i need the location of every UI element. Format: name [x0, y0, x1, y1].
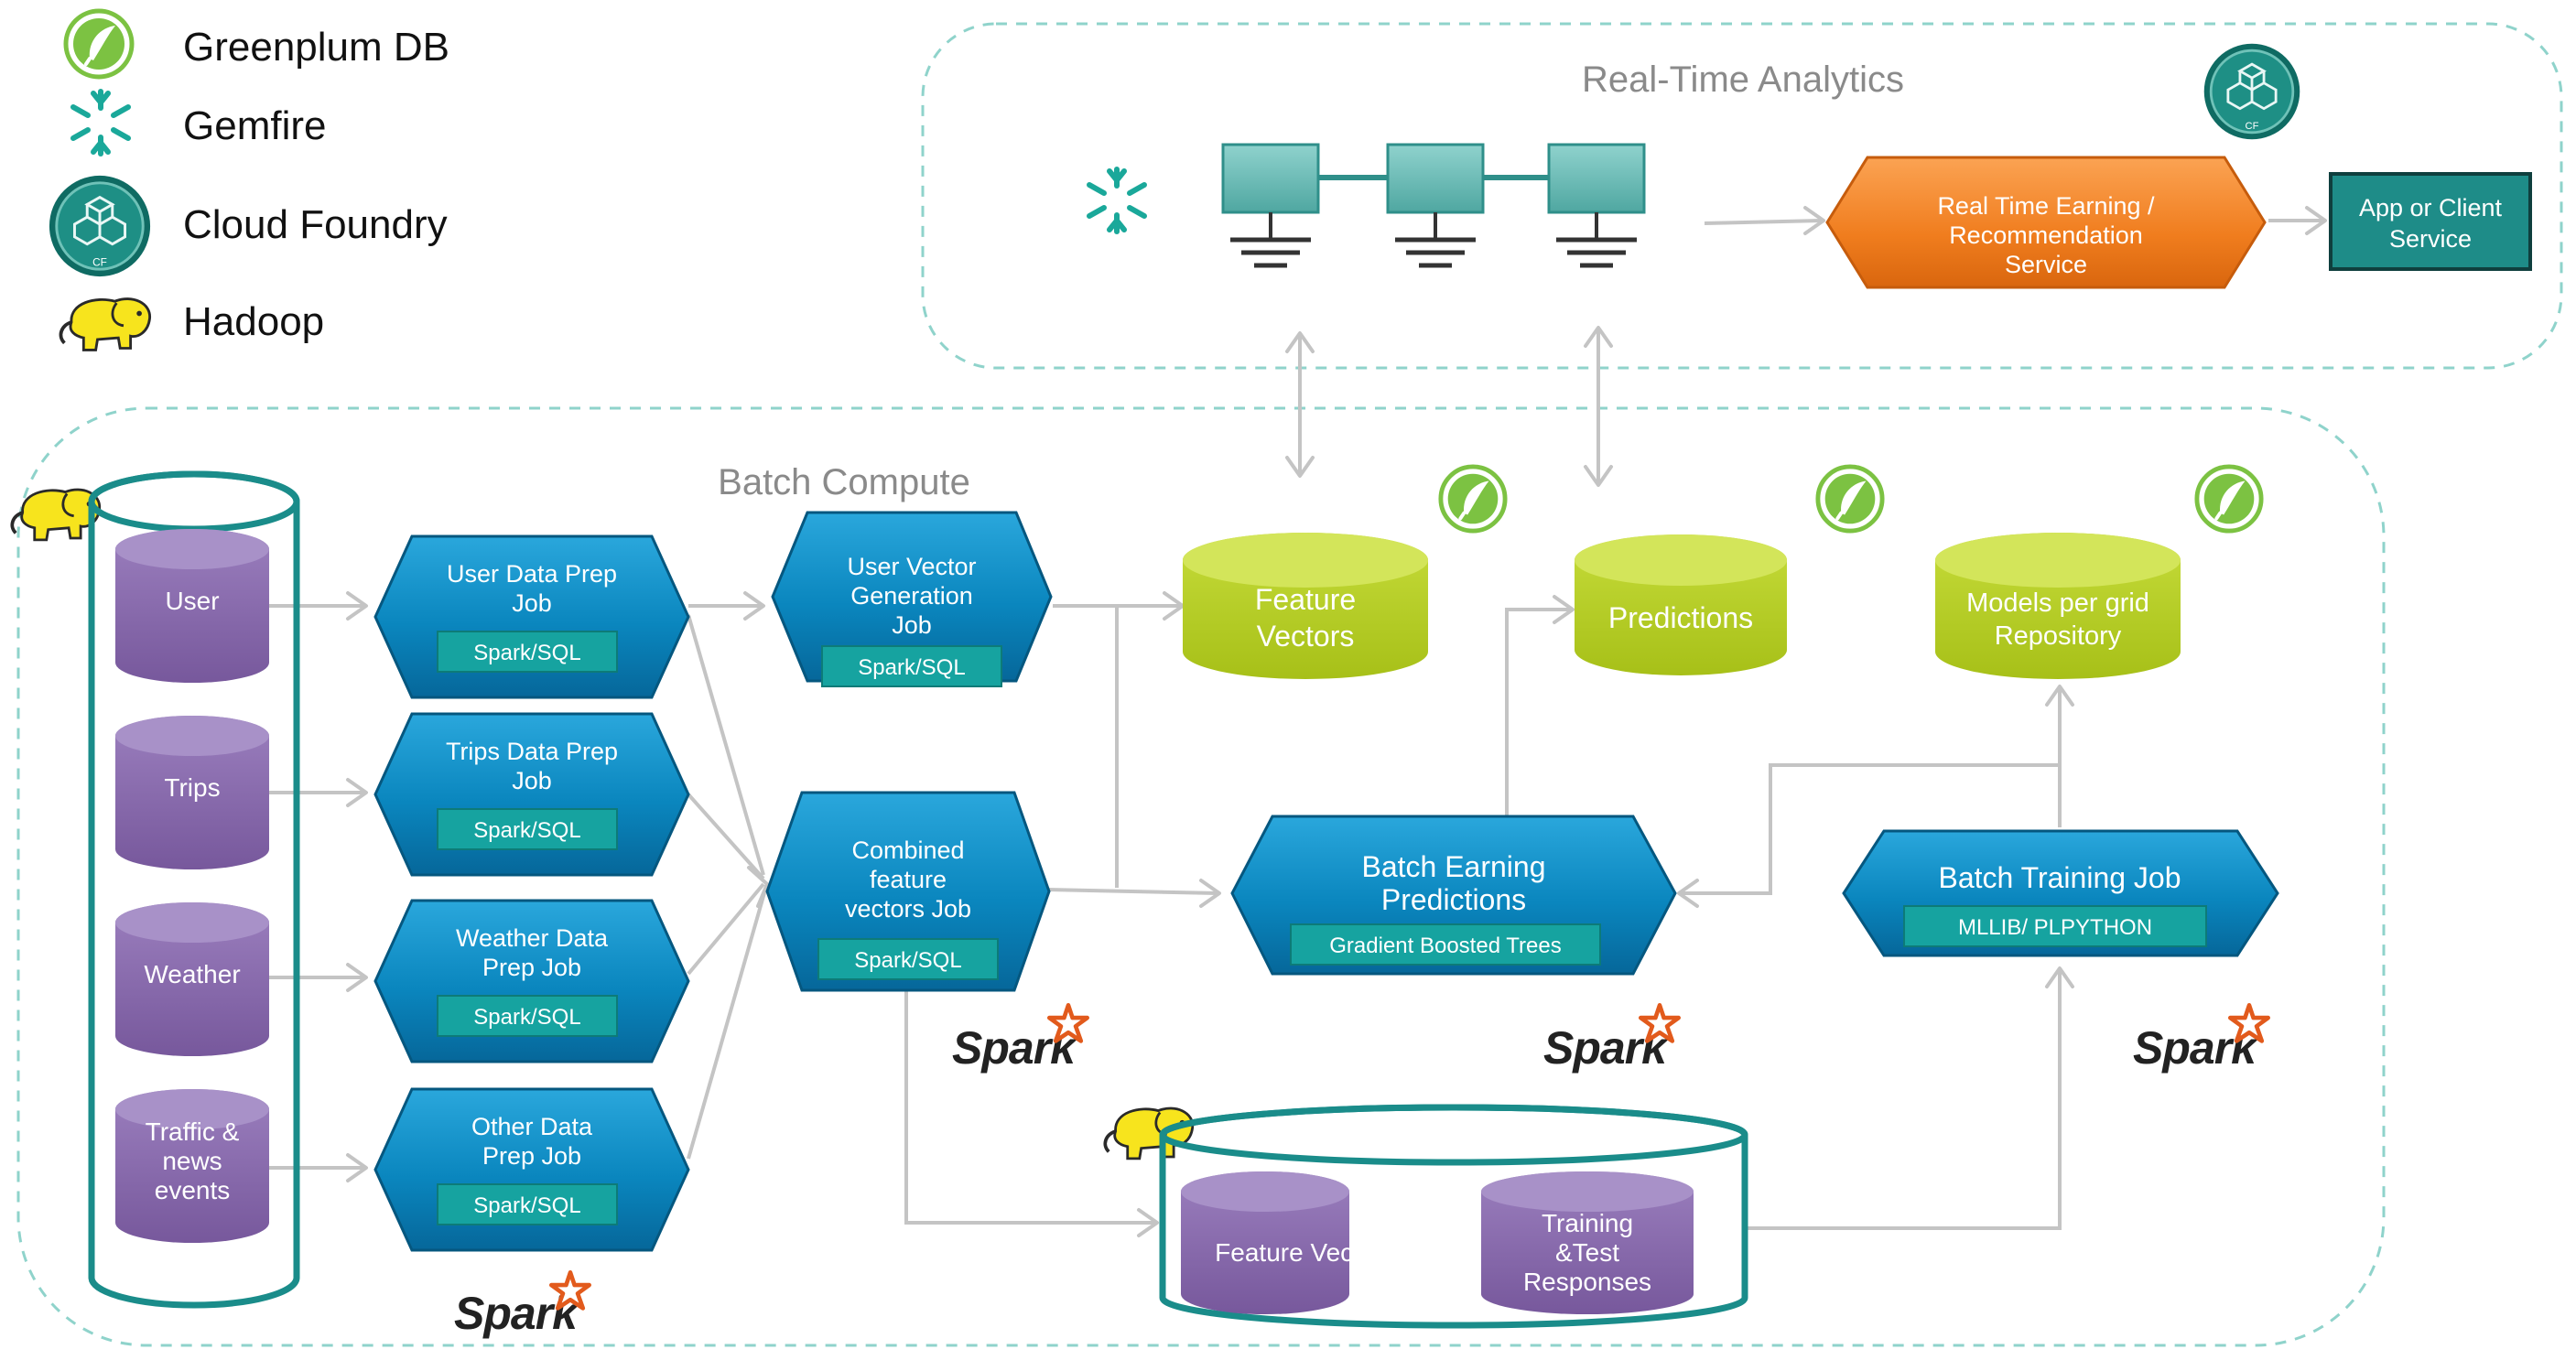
- gemfire-grid: [1221, 143, 1646, 268]
- grid-node: [1547, 143, 1646, 268]
- prep-job-tech: Spark/SQL: [473, 641, 580, 665]
- combined-job-tech: Spark/SQL: [854, 948, 961, 973]
- realtime-region-border: [921, 22, 2563, 370]
- spark-logo: Spark: [2133, 1005, 2268, 1074]
- batch-predictions-tech: Gradient Boosted Trees: [1329, 934, 1561, 958]
- gemfire-icon: [73, 92, 128, 154]
- prep-job-tech: Spark/SQL: [473, 1193, 580, 1218]
- spark-logos: Spark Spark Spark Spark: [454, 1005, 2268, 1339]
- source-label: Trips: [164, 773, 220, 802]
- cloud-foundry-icon: [2203, 42, 2301, 141]
- greenplum-icon: [66, 11, 132, 77]
- connectors: [267, 206, 2327, 1237]
- batch-training-tech: MLLIB/ PLPYTHON: [1958, 915, 2152, 940]
- cloud-foundry-icon: [48, 174, 152, 278]
- spark-logo: Spark: [454, 1272, 590, 1339]
- source-weather: Weather: [115, 902, 269, 1056]
- predictions-label: Predictions: [1608, 601, 1753, 634]
- hdfs-feature-vectors: Feature Vectors: [1181, 1171, 1396, 1314]
- source-label: Weather: [144, 960, 240, 988]
- spark-logo: Spark: [1543, 1005, 1679, 1074]
- prep-job-tech: Spark/SQL: [473, 1005, 580, 1030]
- spark-logo: Spark: [952, 1005, 1088, 1074]
- batch-region: Batch Compute: [16, 406, 2386, 1347]
- legend-label-cloud-foundry: Cloud Foundry: [183, 202, 448, 247]
- greenplum-icon: [2197, 467, 2261, 531]
- realtime-region: Real-Time Analytics: [921, 22, 2563, 370]
- legend: Greenplum DB Gemfire Cloud Foundry Hadoo…: [48, 11, 449, 352]
- store-predictions: Predictions: [1575, 534, 1787, 675]
- source-user: User: [115, 529, 269, 683]
- batch-region-border: [16, 406, 2386, 1347]
- legend-label-gemfire: Gemfire: [183, 103, 326, 148]
- source-trips: Trips: [115, 716, 269, 869]
- svg-text:Spark: Spark: [454, 1288, 579, 1339]
- hadoop-elephant-icon: [1103, 1106, 1195, 1160]
- greenplum-icon: [1441, 467, 1505, 531]
- grid-node: [1221, 143, 1320, 268]
- gemfire-icon: [1089, 169, 1144, 232]
- prep-job-tech: Spark/SQL: [473, 818, 580, 843]
- user-vector-job-tech: Spark/SQL: [858, 655, 965, 680]
- hdfs-feature-vectors-label: Feature Vectors: [1215, 1238, 1396, 1267]
- grid-node: [1386, 143, 1485, 268]
- batch-training-title: Batch Training Job: [1938, 861, 2181, 894]
- batch-region-title: Batch Compute: [718, 462, 970, 502]
- legend-label-hadoop: Hadoop: [183, 299, 324, 344]
- batch-training-job: Batch Training Job MLLIB/ PLPYTHON: [1842, 829, 2279, 957]
- realtime-region-title: Real-Time Analytics: [1582, 59, 1904, 100]
- hadoop-elephant-icon: [59, 297, 152, 352]
- source-label: User: [165, 587, 219, 615]
- legend-label-greenplum: Greenplum DB: [183, 25, 449, 70]
- greenplum-icon: [1818, 467, 1882, 531]
